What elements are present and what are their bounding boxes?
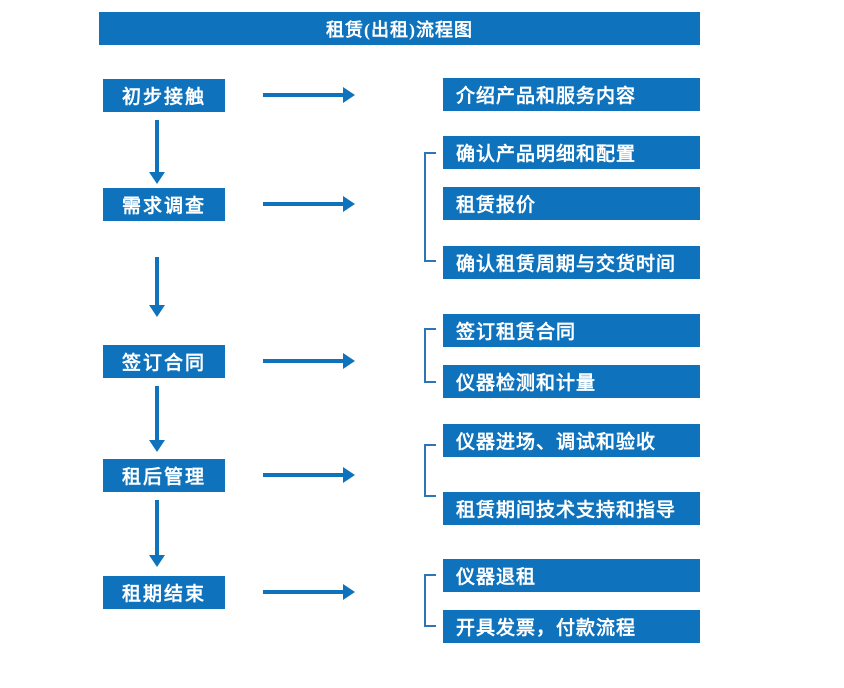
bracket-sign-contract-group [424,328,436,383]
down-arrow-1 [149,120,165,184]
down-arrow-3 [149,386,165,452]
result-invoice-payment: 开具发票，付款流程 [443,610,700,643]
down-arrow-2 [149,257,165,317]
result-rental-quote: 租赁报价 [443,187,700,220]
arrow-head-icon [149,172,165,184]
arrow-shaft [155,386,159,442]
step-post-rental-mgmt: 租后管理 [103,459,225,492]
result-instrument-testing: 仪器检测和计量 [443,365,700,398]
flowchart-title: 租赁(出租)流程图 [99,12,700,45]
step-initial-contact: 初步接触 [103,79,225,112]
step-sign-contract: 签订合同 [103,345,225,378]
arrow-shaft [263,473,345,477]
step-needs-survey: 需求调查 [103,188,225,221]
down-arrow-4 [149,500,165,567]
right-arrow-2 [263,196,355,212]
arrow-head-icon [149,305,165,317]
arrow-head-icon [343,353,355,369]
result-instrument-setup: 仪器进场、调试和验收 [443,424,700,457]
arrow-head-icon [343,467,355,483]
result-confirm-product-config: 确认产品明细和配置 [443,136,700,169]
arrow-head-icon [149,555,165,567]
arrow-shaft [155,257,159,307]
arrow-shaft [155,500,159,557]
right-arrow-1 [263,87,355,103]
result-instrument-return: 仪器退租 [443,559,700,592]
arrow-shaft [263,93,345,97]
arrow-head-icon [149,440,165,452]
right-arrow-5 [263,584,355,600]
right-arrow-4 [263,467,355,483]
result-introduce-products: 介绍产品和服务内容 [443,78,700,111]
right-arrow-3 [263,353,355,369]
result-tech-support: 租赁期间技术支持和指导 [443,492,700,525]
arrow-head-icon [343,87,355,103]
result-confirm-period-delivery: 确认租赁周期与交货时间 [443,246,700,279]
arrow-head-icon [343,196,355,212]
bracket-post-rental-group [424,444,436,497]
arrow-shaft [155,120,159,174]
step-rental-end: 租期结束 [103,576,225,609]
arrow-shaft [263,202,345,206]
result-sign-rental-contract: 签订租赁合同 [443,314,700,347]
arrow-head-icon [343,584,355,600]
arrow-shaft [263,359,345,363]
arrow-shaft [263,590,345,594]
bracket-needs-survey-group [424,152,436,262]
bracket-rental-end-group [424,574,436,627]
